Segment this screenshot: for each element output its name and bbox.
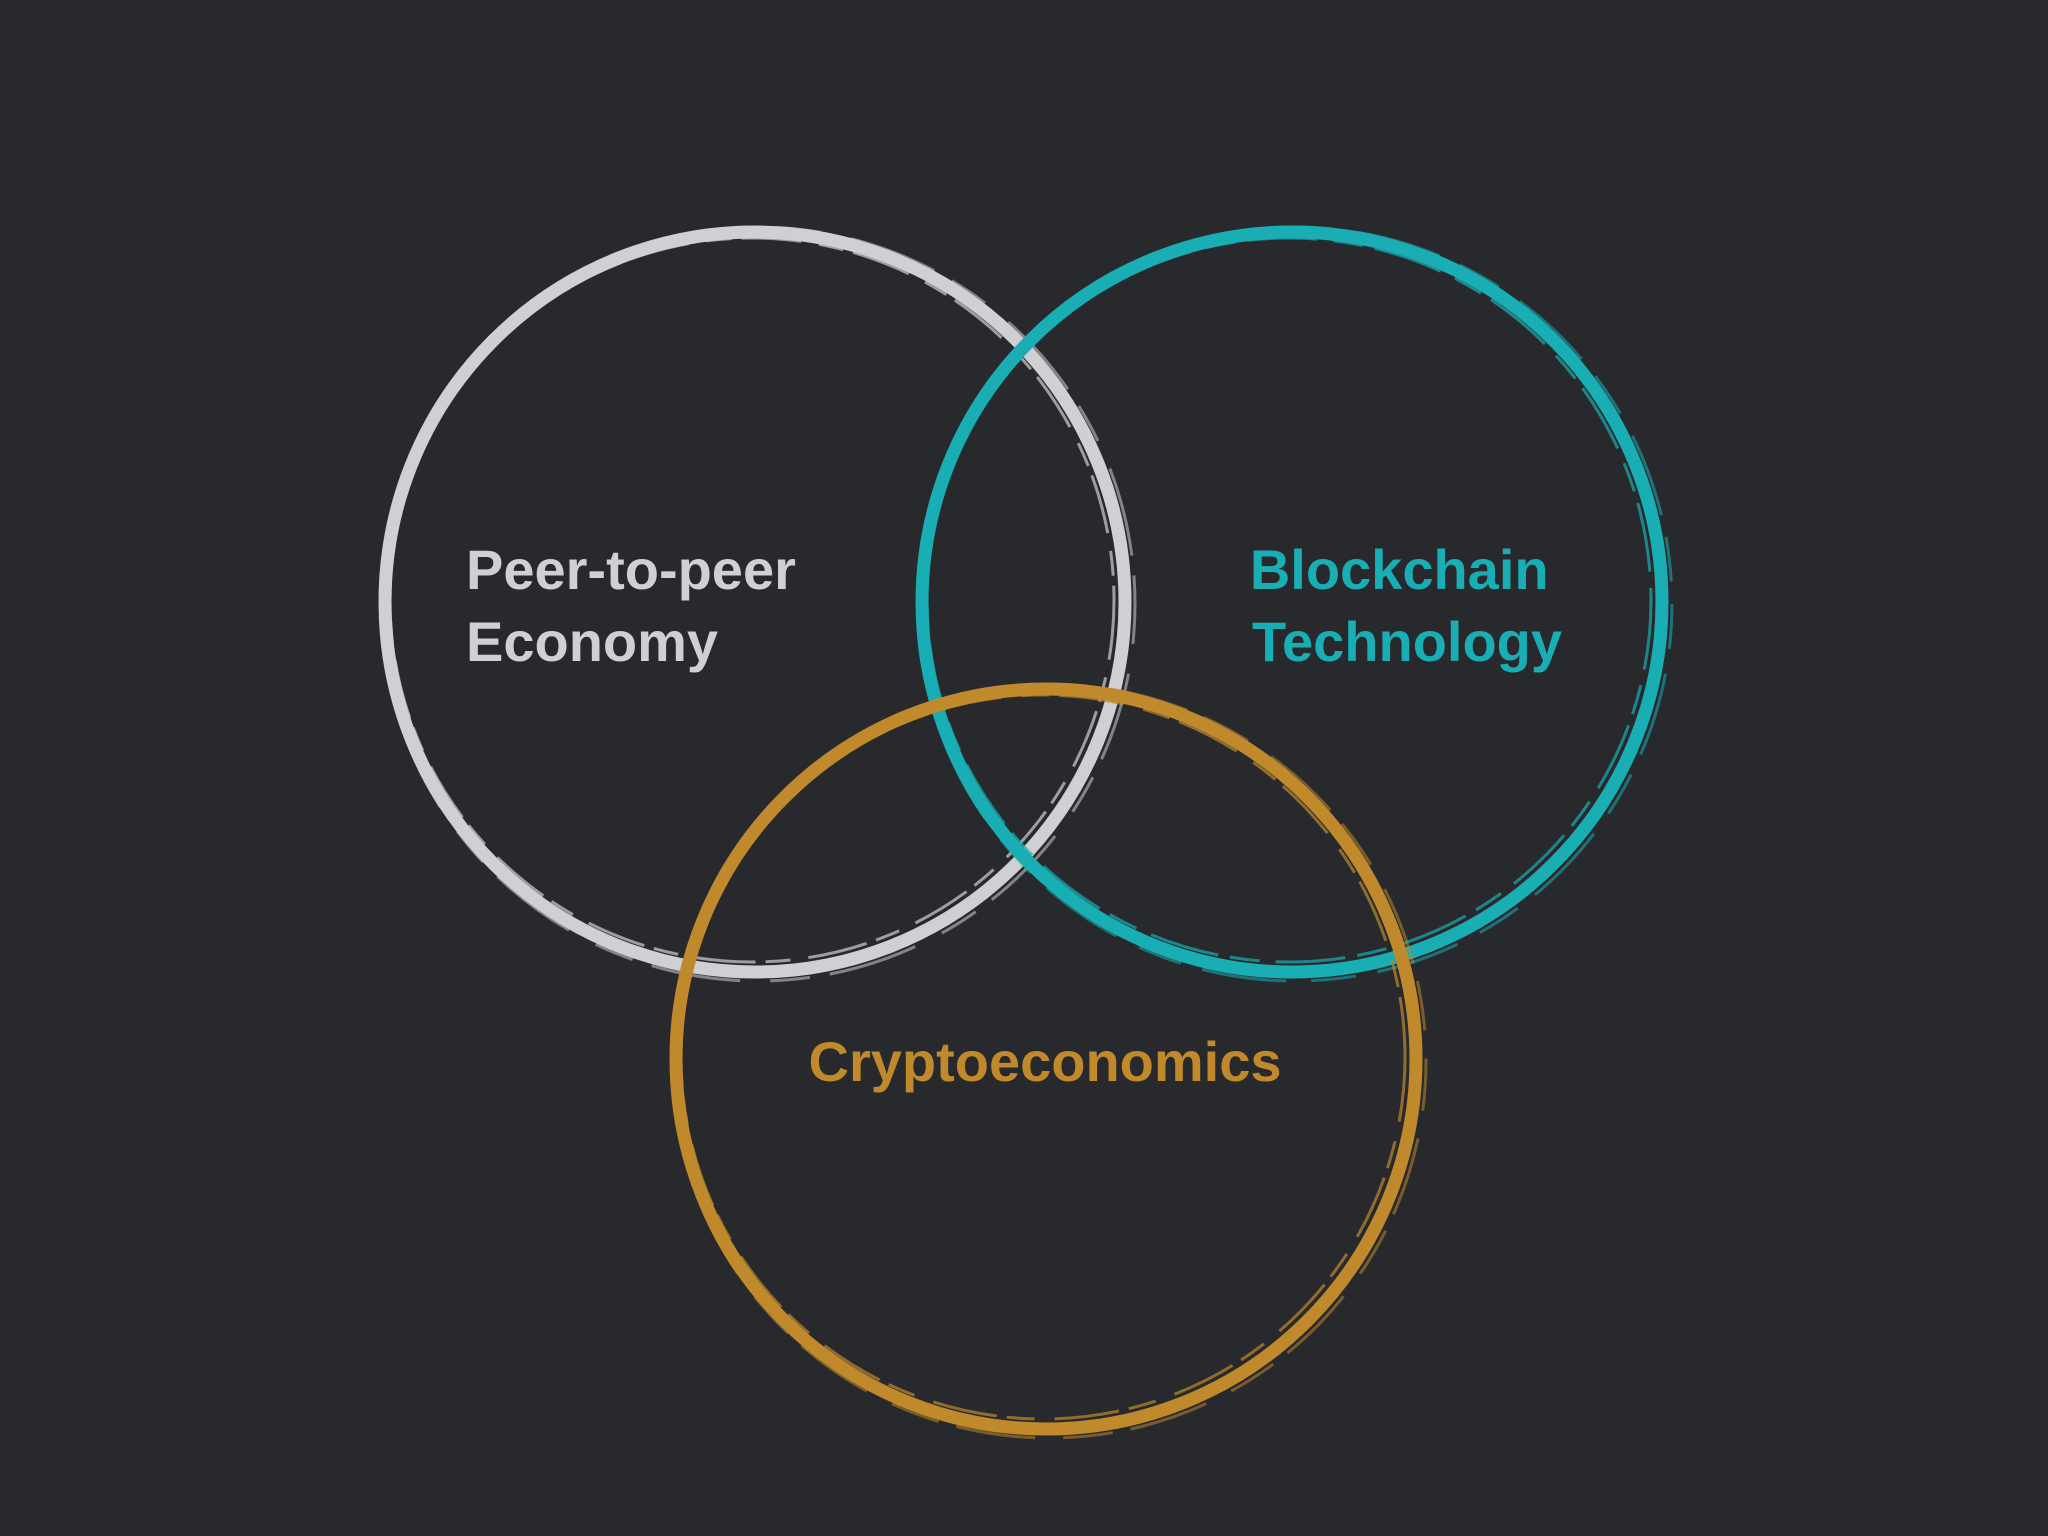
circle-p2p-stroke-main: [378, 225, 1132, 979]
label-p2p-line-1: Peer-to-peer: [466, 538, 796, 601]
circle-blockchain-stroke-outer: [916, 225, 1674, 983]
circle-crypto-stroke-main: [669, 682, 1423, 1436]
circle-p2p-stroke-inner: [388, 236, 1116, 964]
circle-p2p: [378, 225, 1137, 983]
circle-blockchain: [915, 225, 1674, 983]
circle-p2p-stroke-outer: [379, 225, 1137, 983]
circle-blockchain-stroke-inner: [925, 236, 1653, 964]
label-blockchain-line-1: Blockchain: [1250, 538, 1549, 601]
label-crypto: Cryptoeconomics: [809, 1030, 1282, 1093]
circle-crypto: [669, 682, 1428, 1440]
circle-crypto-stroke-inner: [679, 693, 1407, 1421]
label-blockchain-line-2: Technology: [1252, 610, 1562, 673]
label-crypto-line-1: Cryptoeconomics: [809, 1030, 1282, 1093]
circle-crypto-stroke-outer: [670, 682, 1428, 1440]
label-p2p-line-2: Economy: [466, 610, 718, 673]
circle-blockchain-stroke-main: [915, 225, 1669, 979]
label-p2p: Peer-to-peer Economy: [466, 538, 811, 673]
label-blockchain: Blockchain Technology: [1250, 538, 1564, 673]
